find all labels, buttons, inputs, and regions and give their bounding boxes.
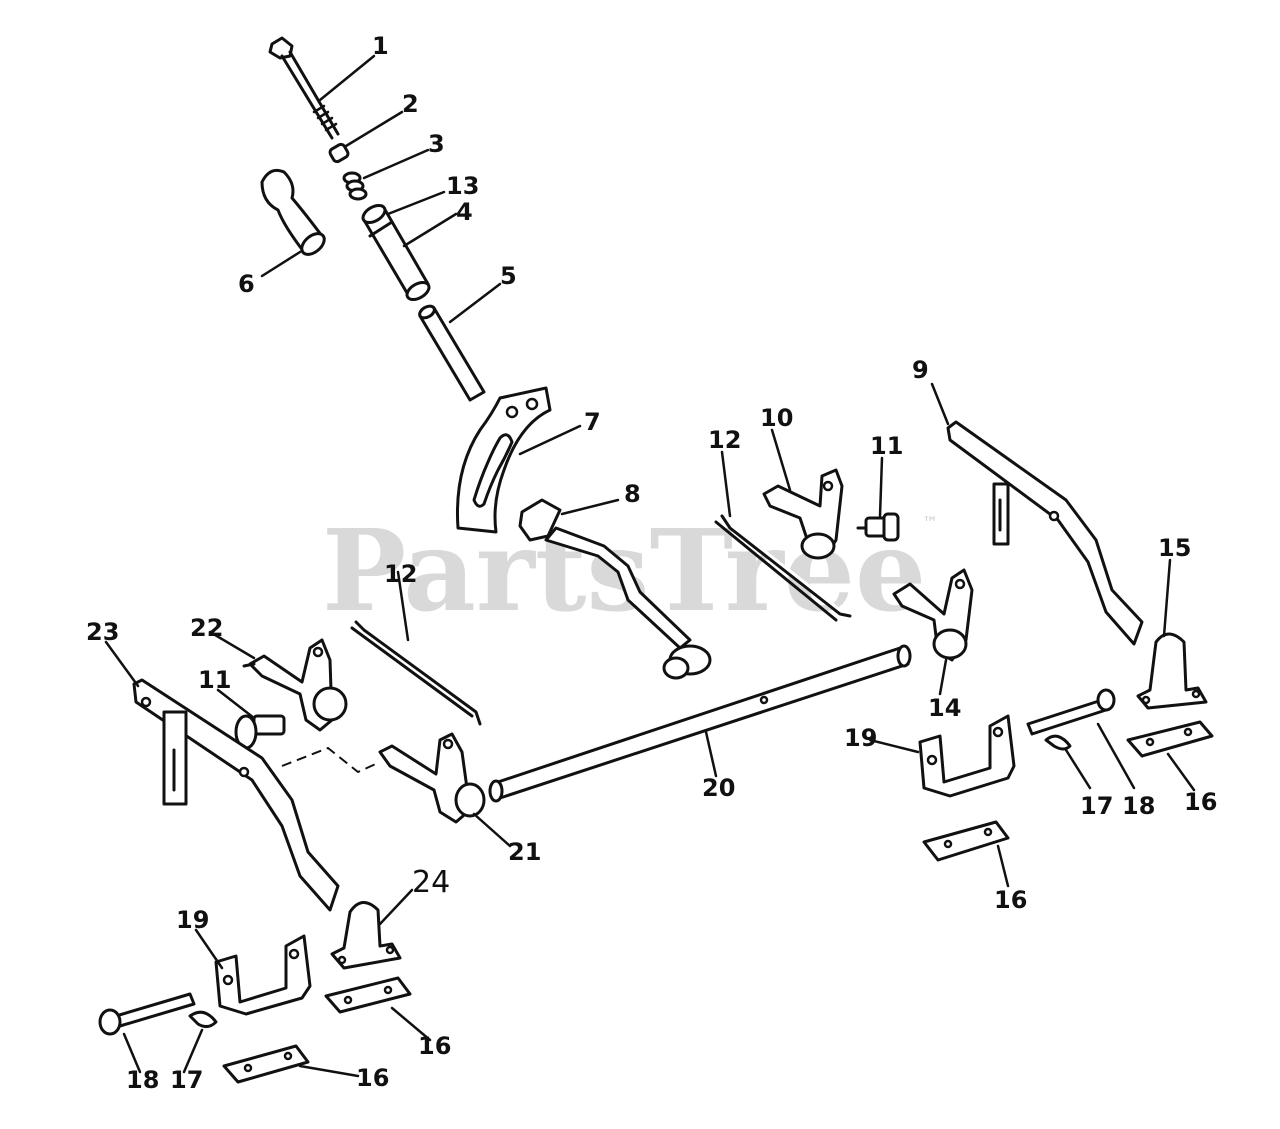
part-5-rod: [418, 304, 486, 402]
watermark-trademark: ™: [922, 513, 938, 532]
part-8-shift-lever: [518, 498, 712, 680]
callout-21: 21: [508, 838, 541, 866]
callout-10: 10: [760, 404, 793, 432]
leader-lines: [104, 54, 1196, 1078]
callout-17-right: 17: [1080, 792, 1113, 820]
part-19-bracket-right: [918, 714, 1016, 798]
part-18-pin-right: [1026, 688, 1116, 736]
callout-2: 2: [402, 90, 419, 118]
part-10-arm: [762, 468, 844, 560]
part-17-clip-right: [1044, 734, 1072, 751]
part-16-plate-left-lower: [222, 1044, 310, 1084]
callout-17-left: 17: [170, 1066, 203, 1094]
callout-8: 8: [624, 480, 641, 508]
callout-23: 23: [86, 618, 119, 646]
callout-13: 13: [446, 172, 479, 200]
callout-19-left: 19: [176, 906, 209, 934]
part-23-frame-bracket-left: [132, 678, 340, 912]
callout-18-left: 18: [126, 1066, 159, 1094]
callout-5: 5: [500, 262, 517, 290]
part-3-spring: [342, 171, 368, 201]
part-6-knob: [260, 168, 326, 256]
part-18-pin-left: [98, 992, 196, 1036]
part-9-frame-bracket-right: [946, 420, 1144, 646]
callout-11-upper: 11: [870, 432, 903, 460]
callout-11-lower: 11: [198, 666, 231, 694]
callout-4: 4: [456, 198, 473, 226]
part-21-arm: [378, 732, 486, 824]
part-17-clip-left: [188, 1010, 218, 1029]
part-16-plate-right-lower: [922, 820, 1010, 862]
callout-16-right: 16: [1184, 788, 1217, 816]
callout-labels: 1 2 3 13 4 5 6 7 8 9 10 11 12 14 15 16 1…: [86, 32, 1217, 1094]
part-2-nut: [328, 142, 350, 164]
callout-19-right: 19: [844, 724, 877, 752]
callout-20: 20: [702, 774, 735, 802]
callout-22: 22: [190, 614, 223, 642]
callout-12-upper: 12: [708, 426, 741, 454]
callout-24: 24: [412, 865, 450, 900]
callout-18-right: 18: [1122, 792, 1155, 820]
part-16-plate-right: [1126, 720, 1214, 758]
part-14-arm: [892, 568, 974, 662]
callout-14: 14: [928, 694, 961, 722]
callout-7: 7: [584, 408, 601, 436]
part-19-bracket-left: [214, 934, 312, 1016]
part-1-bolt: [268, 36, 340, 140]
part-16-plate-left: [324, 976, 412, 1014]
callout-16-left-lower: 16: [356, 1064, 389, 1092]
part-12-link-lower: [350, 620, 482, 726]
callout-3: 3: [428, 130, 445, 158]
part-15-bracket: [1136, 632, 1208, 710]
callout-16-left: 16: [418, 1032, 451, 1060]
part-24-bracket: [330, 901, 402, 970]
callout-1: 1: [372, 32, 389, 60]
part-11-pin-lower: [234, 714, 286, 750]
callout-9: 9: [912, 356, 929, 384]
part-12-link-upper: [714, 514, 852, 622]
part-7-shift-plate: [456, 386, 552, 534]
callout-12-lower: 12: [384, 560, 417, 588]
callout-15: 15: [1158, 534, 1191, 562]
part-22-arm: [242, 638, 348, 732]
part-11-pin-upper: [856, 512, 900, 542]
part-20-shaft: [488, 644, 912, 803]
alignment-dashed-line: [281, 746, 381, 774]
callout-6: 6: [238, 270, 255, 298]
callout-16-right-lower: 16: [994, 886, 1027, 914]
part-4-sleeve: [361, 203, 431, 302]
